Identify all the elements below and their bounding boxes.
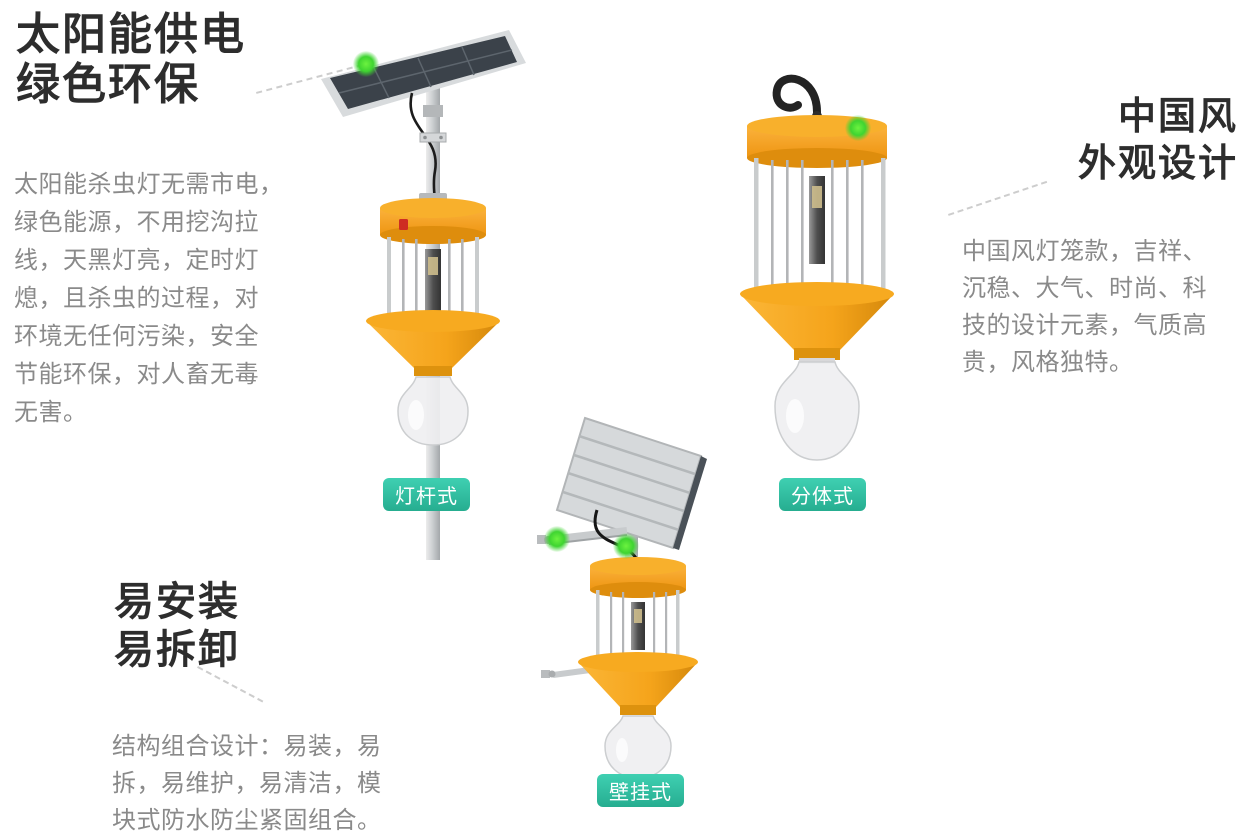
pole-bracket	[419, 132, 447, 143]
solar-panel	[321, 30, 526, 117]
split-type-badge: 分体式	[779, 478, 866, 511]
solar-panel-back	[555, 416, 707, 550]
indicator-glow-wall-arm	[544, 526, 570, 552]
hanging-hook	[772, 74, 821, 128]
chinese-style-heading: 中国风 外观设计	[1077, 96, 1238, 185]
catch-bottle	[604, 715, 672, 779]
solar-power-heading: 太阳能供电 绿色环保	[16, 10, 246, 109]
electric-cage	[387, 237, 479, 321]
catch-bottle	[774, 358, 860, 461]
electric-cage	[754, 158, 886, 292]
lamp-head	[380, 193, 486, 244]
lamp-head	[590, 557, 686, 598]
solar-power-description: 太阳能杀虫灯无需市电， 绿色能源，不用挖沟拉 线，天黑灯亮，定时灯 熄，且杀虫的…	[14, 171, 284, 426]
electric-cage	[596, 590, 680, 660]
split-lamp-illustration	[740, 74, 894, 461]
funnel	[578, 652, 698, 715]
indicator-glow-panel	[353, 51, 379, 77]
callout-line-style	[948, 180, 1048, 216]
easy-install-heading: 易安装 易拆卸	[114, 580, 240, 672]
chinese-style-description: 中国风灯笼款，吉祥、 沉稳、大气、时尚、科 技的设计元素，气质高 贵，风格独特。	[962, 238, 1207, 376]
indicator-glow-wall-lamp	[613, 533, 639, 559]
wall-lamp-illustration	[537, 416, 707, 779]
easy-install-description: 结构组合设计：易装，易 拆，易维护，易清洁，模 块式防水防尘紧固组合。	[112, 733, 382, 834]
pole-type-badge: 灯杆式	[383, 478, 470, 511]
catch-bottle	[397, 376, 469, 446]
indicator-glow-split	[845, 115, 871, 141]
wall-type-badge: 壁挂式	[597, 774, 684, 807]
pole-lamp-illustration	[321, 30, 526, 560]
funnel	[740, 282, 894, 360]
power-cable	[593, 509, 640, 564]
funnel	[366, 310, 500, 376]
